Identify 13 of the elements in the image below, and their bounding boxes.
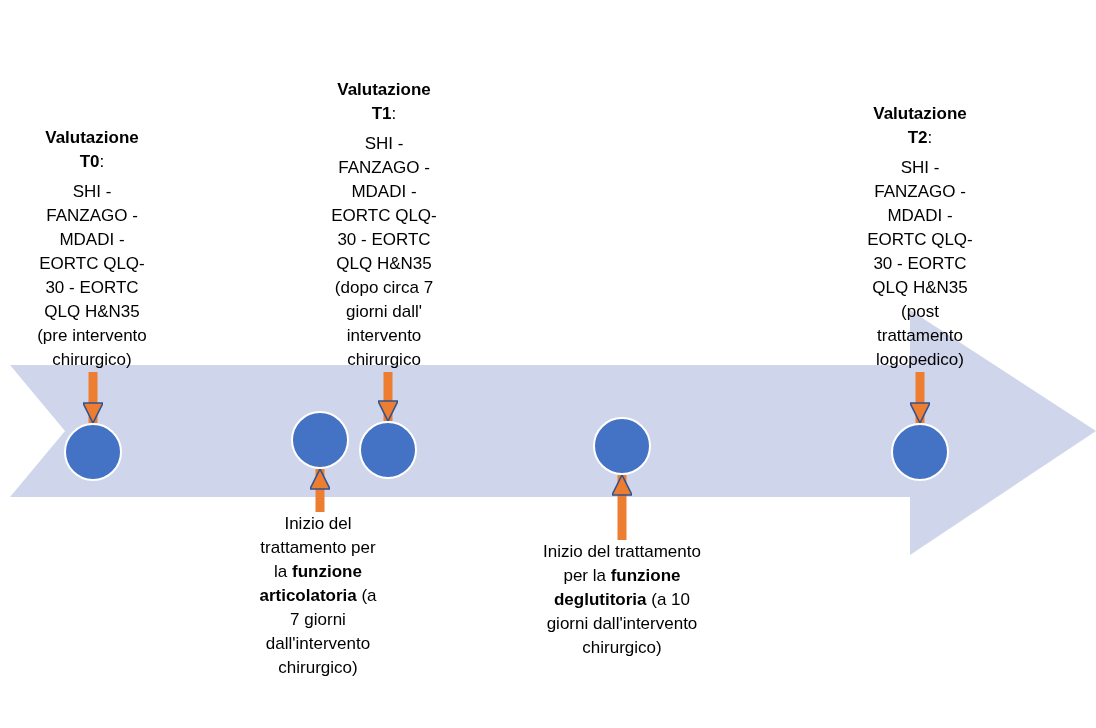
evaluation-heading: Valutazione T2: <box>872 103 968 149</box>
arrow <box>309 468 331 512</box>
arrow <box>82 372 104 424</box>
questionnaire-list: SHI - FANZAGO - MDADI - EORTC QLQ-30 - EORTC QLQ H&N35 (dopo circa 7 giorni dall' intervento chirurgico <box>328 132 440 372</box>
treatment-note: Inizio del trattamento per la funzione deglutitoria (a 10 giorni dall'intervento chirurgico) <box>542 541 702 659</box>
treatment-note: Inizio del trattamento per la funzione articolatoria (a 7 giorni dall'intervento chirurgico) <box>258 513 378 679</box>
questionnaire-list: SHI - FANZAGO - MDADI - EORTC QLQ-30 - EORTC QLQ H&N35 (post trattamento logopedico) <box>864 156 976 372</box>
arrow <box>611 474 633 540</box>
evaluation-heading: Valutazione T0: <box>44 127 140 173</box>
questionnaire-list: SHI - FANZAGO - MDADI - EORTC QLQ-30 - EORTC QLQ H&N35 (pre intervento chirurgico) <box>37 180 147 372</box>
arrow <box>909 372 931 424</box>
arrow <box>377 372 399 422</box>
evaluation-heading: Valutazione T1: <box>336 79 432 125</box>
